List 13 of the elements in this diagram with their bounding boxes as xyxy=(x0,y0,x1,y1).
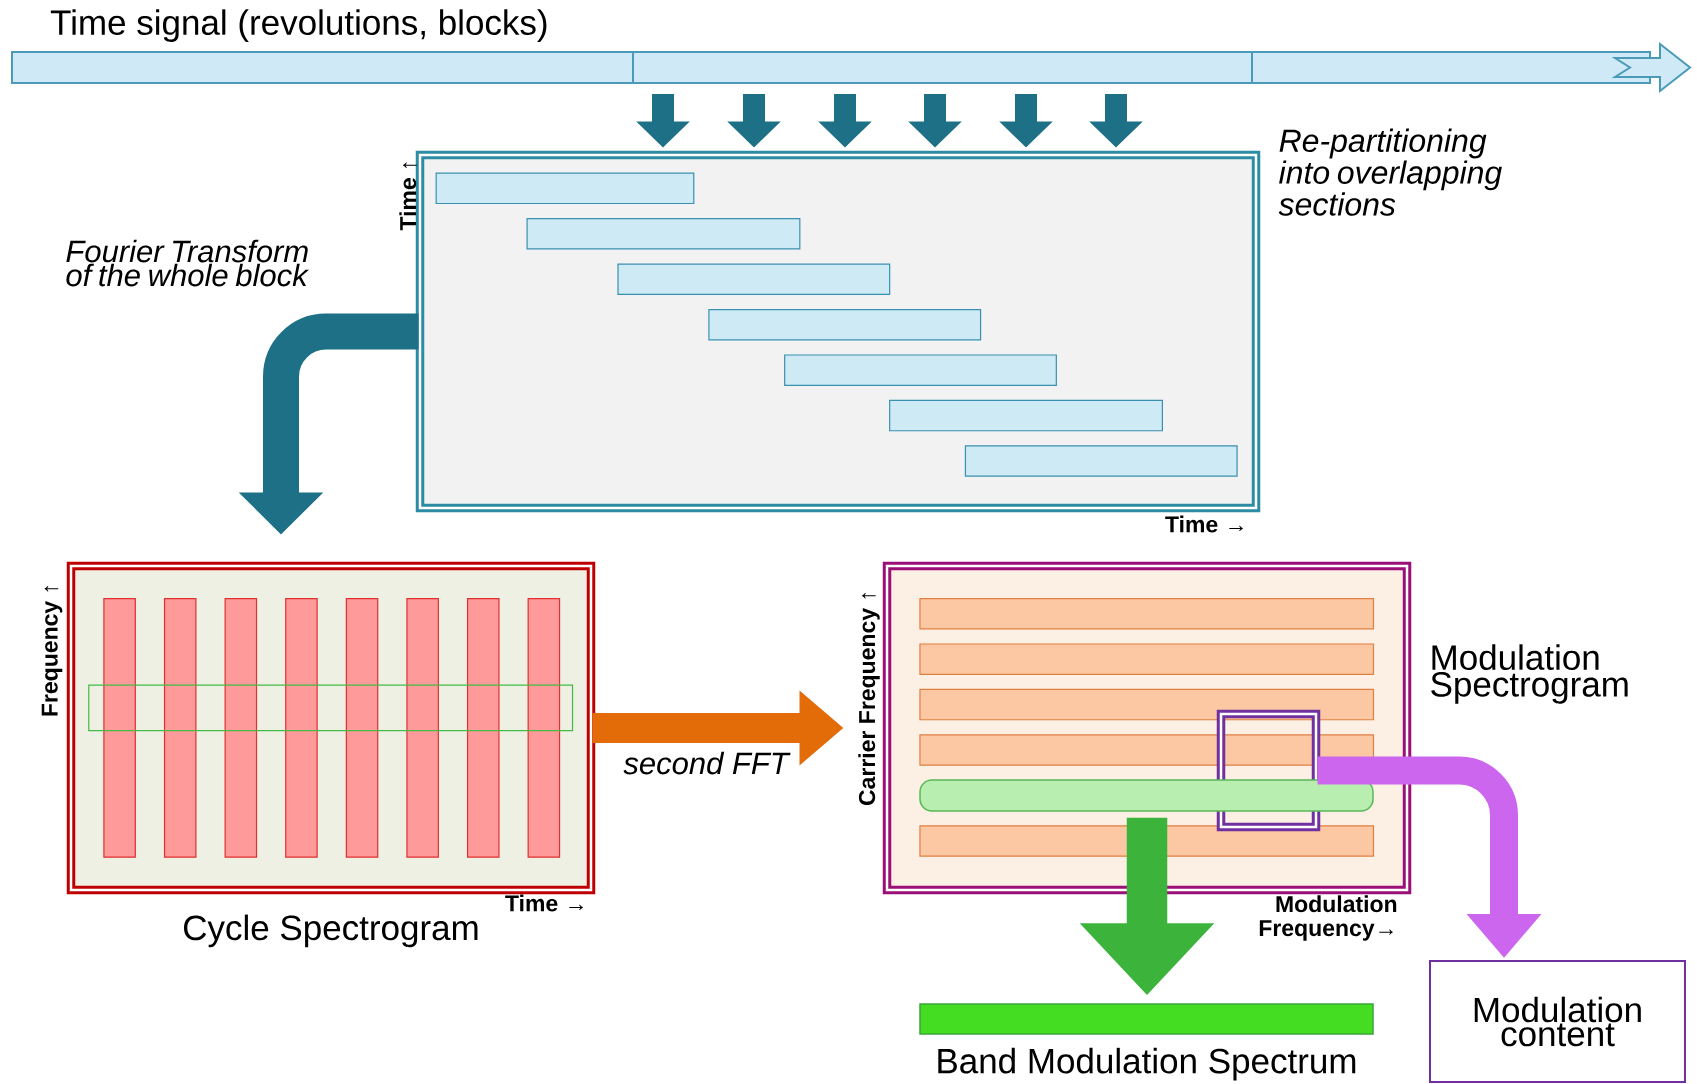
axis-label: Modulation Frequency→ xyxy=(1259,895,1397,941)
node-label: Time signal (revolutions, blocks) xyxy=(50,9,547,42)
node-label: Band Modulation Spectrum xyxy=(938,1047,1356,1081)
content-box: Modulation content xyxy=(1429,960,1686,1083)
edge-label: second FFT xyxy=(623,751,791,775)
axis-label: Carrier Frequency ↑ xyxy=(858,593,880,806)
spectrum-bar: Band Modulation Spectrum xyxy=(919,1003,1374,1081)
node-label: Re-partitioning into overlapping sections xyxy=(1278,128,1502,216)
band-bar xyxy=(919,779,1374,812)
node-label: Cycle Spectrogram xyxy=(183,914,478,948)
node-label: Modulation Spectrogram xyxy=(1431,644,1628,704)
edge-label: Fourier Transform of the whole block xyxy=(66,239,309,287)
signal-bar: Time signal (revolutions, blocks) xyxy=(11,9,1692,94)
